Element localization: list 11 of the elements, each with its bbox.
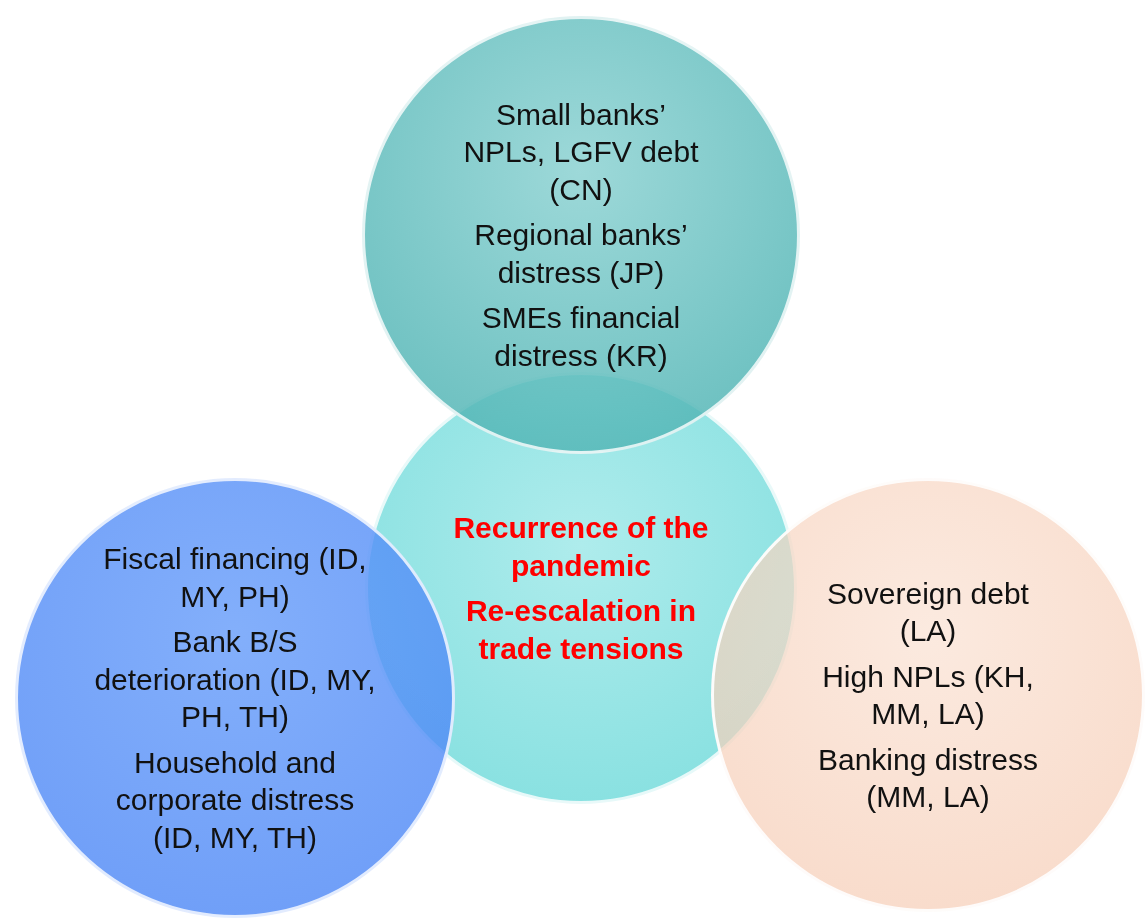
risk-text: Small banks’ NPLs, LGFV debt (CN) [462, 96, 700, 208]
risk-text: SMEs financial distress (KR) [480, 300, 682, 374]
risk-text: High NPLs (KH, MM, LA) [821, 658, 1035, 732]
risk-text: Bank B/S deterioration (ID, MY, PH, TH) [93, 624, 377, 735]
risk-text: Fiscal financing (ID, MY, PH) [102, 541, 368, 615]
risk-text: Regional banks’ distress (JP) [473, 217, 689, 291]
scenario-text: Re-escalation in trade tensions [464, 593, 698, 667]
risk-text: Household and corporate distress (ID, MY, TH) [114, 744, 356, 856]
risk-text: Banking distress (MM, LA) [816, 741, 1040, 815]
risk-text: Sovereign debt (LA) [826, 575, 1030, 649]
scenario-text: Recurrence of the pandemic [452, 510, 710, 584]
